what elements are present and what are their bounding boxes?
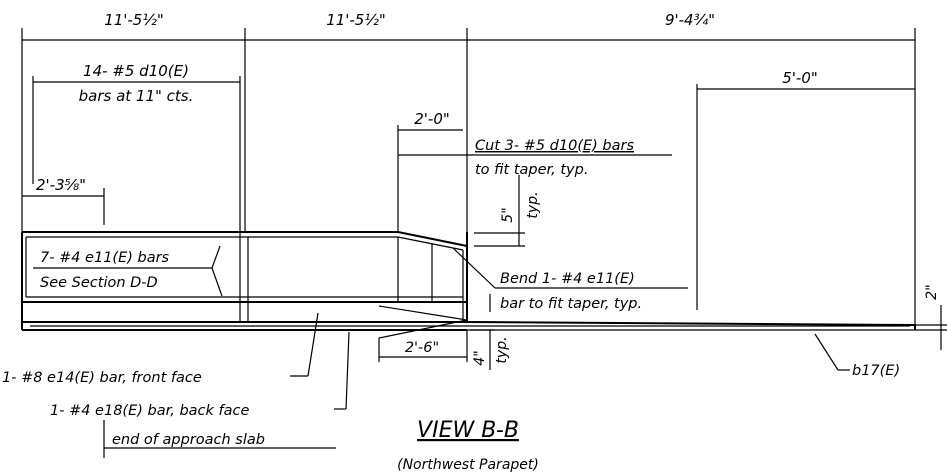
d10-note-line1: 14- #5 d10(E) bbox=[83, 62, 189, 80]
dim-taper-vertical: 5" bbox=[500, 207, 516, 222]
d10-span-bracket bbox=[32, 76, 241, 232]
taper-vertical-dimension bbox=[474, 175, 525, 247]
bend-note-line2: bar to fit taper, typ. bbox=[500, 296, 642, 312]
e11-note-leader bbox=[33, 245, 223, 297]
e11-note-line2: See Section D-D bbox=[40, 275, 158, 291]
parapet-elevation bbox=[21, 231, 468, 330]
dim-left-offset: 2'-3⅝" bbox=[36, 176, 86, 194]
e14-note: 1- #8 e14(E) bar, front face bbox=[2, 370, 202, 386]
cut-note-line1: Cut 3- #5 d10(E) bars bbox=[475, 138, 634, 154]
bend-note-leader bbox=[452, 247, 688, 312]
b17-leader bbox=[814, 333, 850, 371]
dim-taper-vertical-typ: typ. bbox=[525, 191, 541, 218]
view-subtitle: (Northwest Parapet) bbox=[397, 457, 539, 473]
left-offset-dimension bbox=[22, 188, 105, 225]
e18-note: 1- #4 e18(E) bar, back face bbox=[50, 403, 249, 419]
dim-five-foot: 5'-0" bbox=[782, 69, 818, 87]
cut-note-line2: to fit taper, typ. bbox=[475, 162, 588, 178]
e11-note-line1: 7- #4 e11(E) bars bbox=[40, 250, 170, 266]
taper-dimension bbox=[397, 125, 463, 232]
dim-taper-length: 2'-0" bbox=[414, 110, 450, 128]
top-dimension-lines bbox=[21, 28, 916, 325]
b17-note: b17(E) bbox=[852, 363, 900, 379]
dim-top-middle: 11'-5½" bbox=[326, 11, 386, 29]
d10-note-line2: bars at 11" cts. bbox=[79, 87, 194, 105]
left-callout-leaders bbox=[103, 312, 350, 458]
dim-bottom-taper: 2'-6" bbox=[405, 340, 439, 356]
bend-note-line1: Bend 1- #4 e11(E) bbox=[500, 271, 635, 287]
dim-right-height: 2" bbox=[924, 284, 940, 299]
deck-slab-lines bbox=[22, 321, 916, 331]
five-foot-dimension bbox=[696, 84, 915, 310]
dim-bottom-vertical: 4" bbox=[472, 350, 488, 365]
slab-note: end of approach slab bbox=[112, 432, 265, 448]
dim-bottom-vertical-typ: typ. bbox=[494, 336, 510, 363]
view-title: VIEW B-B bbox=[417, 418, 519, 443]
dim-top-right: 9'-4¾" bbox=[665, 11, 715, 29]
dim-top-left: 11'-5½" bbox=[104, 11, 164, 29]
bottom-taper-dimension bbox=[378, 321, 495, 370]
right-height-dimension bbox=[915, 305, 947, 350]
